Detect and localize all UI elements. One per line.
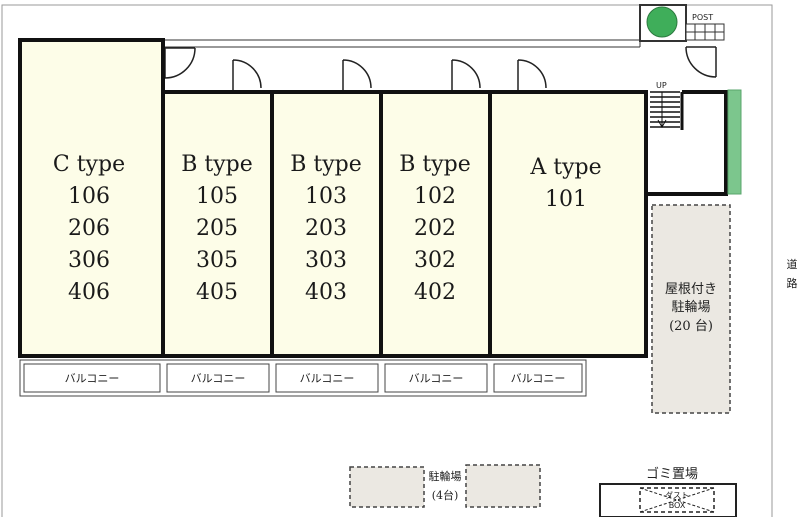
corridor	[160, 39, 641, 48]
balcony-103	[275, 363, 379, 393]
room-number: 205	[196, 216, 238, 241]
room-number: 302	[414, 248, 456, 273]
door-swing-105	[232, 59, 262, 90]
door-swing-c	[164, 47, 196, 79]
covered-bicycle-parking	[651, 204, 731, 414]
balcony-label: バルコニー	[65, 372, 120, 385]
unit-type-label: C type	[53, 152, 125, 177]
room-number: 306	[68, 248, 110, 273]
door-swing-103	[342, 59, 372, 90]
balcony-label: バルコニー	[300, 372, 355, 385]
unit-b103-labels: B type 103 203 303 403	[290, 152, 362, 305]
bicycle-parking-label: 駐輪場	[429, 469, 462, 483]
site-boundary	[1, 4, 773, 517]
door-swings	[164, 46, 717, 90]
unit-b102-outline	[379, 90, 492, 358]
unit-b103-outline	[270, 90, 383, 358]
post-label: POST	[692, 13, 713, 22]
covered-bicycle-label-line2: 駐輪場	[671, 299, 710, 315]
door-swing-stair	[685, 46, 717, 78]
garbage-area-title: ゴミ置場	[646, 466, 698, 482]
balcony-101	[493, 363, 583, 393]
tree-icon	[646, 6, 678, 38]
unit-a-labels: A type 101	[529, 155, 601, 212]
balcony-102	[384, 363, 488, 393]
room-number: 206	[68, 216, 110, 241]
room-number: 305	[196, 248, 238, 273]
room-number: 203	[305, 216, 347, 241]
stairs	[650, 91, 680, 128]
unit-type-label: B type	[399, 152, 471, 177]
unit-a-outline	[488, 90, 648, 358]
dust-box-label-line2: BOX	[669, 501, 686, 510]
stairs-up-label: UP	[656, 81, 667, 90]
room-number: 101	[545, 187, 587, 212]
balcony-label: バルコニー	[409, 372, 464, 385]
room-number: 103	[305, 184, 347, 209]
covered-bicycle-label-line1: 屋根付き	[665, 282, 717, 297]
door-swing-101	[517, 59, 547, 90]
room-number: 105	[196, 184, 238, 209]
room-number: 202	[414, 216, 456, 241]
room-number: 402	[414, 280, 456, 305]
dust-box-label-line1: ダスト	[665, 490, 689, 500]
unit-type-label: A type	[529, 155, 601, 180]
balcony-label: バルコニー	[511, 372, 566, 385]
bicycle-parking-capacity: (4台)	[432, 488, 459, 502]
dust-box-cross-icon	[639, 487, 715, 513]
unit-c-labels: C type 106 206 306 406	[53, 152, 125, 305]
room-number: 405	[196, 280, 238, 305]
room-number: 106	[68, 184, 110, 209]
door-swing-102	[451, 59, 481, 90]
road-label-char1: 道	[787, 257, 798, 271]
balconies: バルコニー バルコニー バルコニー バルコニー バルコニー	[19, 359, 587, 397]
mailbox-icon	[685, 23, 725, 41]
covered-bicycle-capacity: (20 台)	[669, 319, 713, 334]
stair-landing	[644, 90, 728, 196]
room-number: 406	[68, 280, 110, 305]
unit-b105-labels: B type 105 205 305 405	[181, 152, 253, 305]
bicycle-parking-right	[465, 464, 541, 508]
bicycle-parking-left	[349, 466, 425, 508]
room-number: 303	[305, 248, 347, 273]
balcony-label: バルコニー	[191, 372, 246, 385]
road-label-char2: 路	[787, 277, 798, 290]
stairs-arrow-icon	[657, 92, 667, 129]
balcony-c	[23, 363, 161, 393]
unit-type-label: B type	[290, 152, 362, 177]
unit-b102-labels: B type 102 202 302 402	[399, 152, 471, 305]
room-number: 102	[414, 184, 456, 209]
room-number: 403	[305, 280, 347, 305]
unit-b105-outline	[161, 90, 274, 358]
hedge	[727, 89, 742, 195]
unit-type-label: B type	[181, 152, 253, 177]
unit-c-outline	[18, 38, 165, 358]
balcony-105	[166, 363, 270, 393]
